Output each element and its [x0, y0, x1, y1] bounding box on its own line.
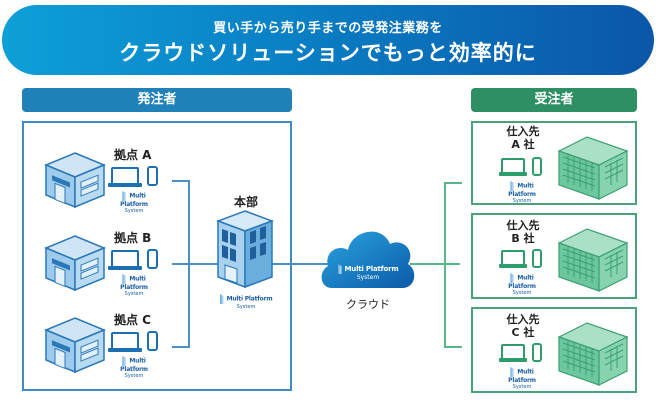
branch-label: 拠点 B: [114, 231, 152, 245]
laptop-smartphone-icon: [499, 249, 542, 268]
branch-label: 拠点 C: [114, 313, 151, 327]
mps-logo: Multi Platform System: [508, 181, 536, 204]
laptop-smartphone-icon: [108, 331, 158, 352]
orderer-group-box: [22, 121, 292, 391]
connector-supplier-c: [444, 346, 462, 348]
mps-mark-icon: [122, 356, 127, 366]
banner-subtitle: 買い手から売り手までの受発注業務を: [213, 21, 443, 36]
connector-hq-to-cloud: [290, 263, 330, 265]
mps-mark-icon: [122, 191, 127, 201]
branch-b: 拠点 B Multi Platform System: [44, 229, 174, 297]
mps-logo: Multi Platform System: [216, 294, 276, 311]
headquarters: 本部 Multi Platform System: [210, 193, 280, 311]
store-building-icon: [44, 235, 106, 292]
supplier-building-icon: [557, 228, 629, 292]
laptop-smartphone-icon: [499, 157, 542, 176]
office-tower-icon: [216, 210, 274, 289]
headquarters-label: 本部: [234, 195, 259, 209]
mps-logo: Multi Platform System: [120, 191, 148, 214]
connector-branch-a: [172, 180, 189, 182]
cloud: Multi Platform System クラウド: [318, 218, 418, 313]
store-building-icon: [44, 152, 106, 209]
connector-branches-vertical: [188, 180, 190, 348]
cloud-icon: [321, 231, 415, 288]
supplier-building-icon: [557, 136, 629, 200]
mps-mark-icon: [510, 181, 515, 191]
headline-banner: 買い手から売り手までの受発注業務を クラウドソリューションでもっと効率的に: [2, 5, 654, 75]
laptop-smartphone-icon: [499, 343, 542, 362]
branch-a: 拠点 A Multi Platform System: [44, 146, 174, 214]
mps-logo: Multi Platform System: [120, 356, 148, 379]
mps-logo: Multi Platform System: [120, 274, 148, 297]
mps-logo-cloud: Multi Platform System: [332, 264, 404, 281]
receiver-header: 受注者: [471, 88, 637, 112]
connector-branch-c: [172, 346, 189, 348]
mps-logo: Multi Platform System: [508, 367, 536, 390]
branch-c: 拠点 C Multi Platform System: [44, 311, 174, 379]
mps-mark-icon: [122, 274, 127, 284]
connector-cloud-to-suppliers: [410, 263, 460, 265]
mps-mark-icon: [510, 367, 515, 377]
connector-suppliers-vertical: [444, 182, 446, 348]
laptop-smartphone-icon: [108, 166, 158, 187]
connector-supplier-a: [444, 182, 462, 184]
branch-label: 拠点 A: [114, 148, 152, 162]
mps-mark-icon: [510, 273, 515, 283]
laptop-smartphone-icon: [108, 249, 158, 270]
banner-title: クラウドソリューションでもっと効率的に: [119, 41, 537, 65]
store-building-icon: [44, 317, 106, 374]
cloud-label: クラウド: [346, 298, 390, 311]
supplier-building-icon: [557, 322, 629, 386]
mps-logo: Multi Platform System: [508, 273, 536, 296]
mps-mark-icon: [219, 294, 224, 304]
orderer-header: 発注者: [22, 88, 292, 112]
mps-mark-icon: [337, 264, 342, 274]
